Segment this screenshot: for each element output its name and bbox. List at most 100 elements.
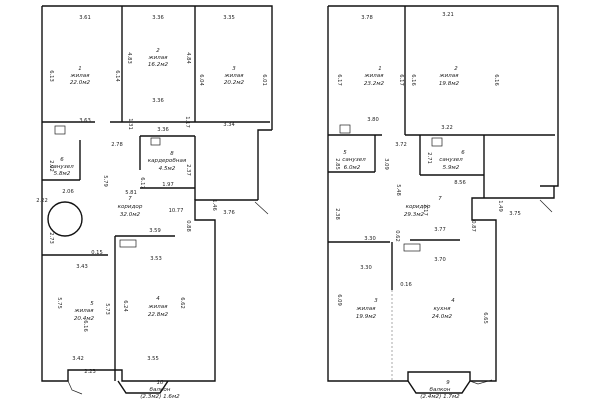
room-number: 9 — [446, 380, 450, 386]
washbasin-icon — [431, 137, 443, 147]
room-name: коридор — [118, 204, 143, 210]
room-area: 19.8м2 — [439, 81, 460, 87]
room-name: жилая — [438, 73, 459, 79]
room-name: балкон — [430, 387, 451, 393]
dimension-label: 3.75 — [509, 211, 521, 217]
balcony-outline — [407, 380, 471, 394]
room-area: 20.4м2 — [74, 316, 95, 322]
dimension-label: 3.36 — [152, 15, 164, 21]
room-area: 32.0м2 — [120, 212, 141, 218]
dimension-label: 3.30 — [364, 236, 376, 242]
room-name: кардеробная — [148, 158, 187, 164]
dimension-label: 3.77 — [434, 227, 446, 233]
dimension-label: 0.15 — [91, 250, 103, 256]
dimension-label: 4.84 — [185, 52, 191, 64]
dimension-label: 6.17 — [336, 74, 342, 86]
washbasin-icon — [150, 137, 161, 146]
dimension-label: 3.76 — [223, 210, 235, 216]
dimension-label: 3.59 — [149, 228, 161, 234]
outer-wall — [41, 6, 258, 382]
room-name: жилая — [69, 73, 90, 79]
dimension-label: 3.21 — [442, 12, 454, 18]
room-name: санузел — [50, 164, 74, 170]
dimension-label: 1.46 — [211, 199, 217, 211]
dimension-label: 3.34 — [223, 122, 235, 128]
dimension-label: 3.70 — [434, 257, 446, 263]
dimension-label: 1.31 — [127, 118, 133, 130]
dimension-label: 2.92 — [48, 160, 54, 172]
dimension-label: 2.17 — [422, 204, 428, 216]
dimension-label: 2.23 — [84, 369, 96, 375]
dimension-label: 6.09 — [336, 294, 342, 306]
dimension-label: 6.17 — [139, 177, 145, 189]
outer-wall-top — [328, 5, 559, 187]
kitchen-counter-icon — [403, 243, 421, 252]
dimension-label: 0.87 — [470, 220, 476, 232]
dimension-label: 3.36 — [157, 127, 169, 133]
dimension-label: 6.62 — [179, 297, 185, 309]
room-area: 29.3м2 — [404, 212, 425, 218]
dimension-label: 5.81 — [125, 190, 137, 196]
room-area: 5.8м2 — [54, 171, 71, 177]
dimension-label: 2.38 — [334, 208, 340, 220]
dimension-label: 1.97 — [162, 182, 174, 188]
door-swing — [539, 199, 553, 213]
room-number: 8 — [170, 151, 174, 157]
dimension-label: 5.48 — [395, 184, 401, 196]
dimension-label: 2.73 — [48, 232, 54, 244]
room-number: 7 — [438, 196, 442, 202]
dimension-label: 3.42 — [72, 356, 84, 362]
rooms-right: 1 жилая 23.2м2 2 жилая 19.8м2 5 санузел … — [342, 66, 465, 400]
dimensions-right: 3.78 3.21 6.17 6.17 6.16 6.16 3.80 3.22 … — [334, 12, 521, 324]
dimension-label: 6.17 — [398, 74, 404, 86]
dimension-label: 6.16 — [410, 74, 416, 86]
room-number: 5 — [90, 301, 94, 307]
room-number: 4 — [156, 296, 160, 302]
dimension-label: 6.24 — [122, 300, 128, 312]
dimension-label: 3.72 — [395, 142, 407, 148]
dimension-label: 3.09 — [383, 158, 389, 170]
dimension-label: 3.78 — [361, 15, 373, 21]
room-number: 6 — [461, 150, 465, 156]
dimension-label: 1.17 — [184, 116, 190, 128]
dimension-label: 4.83 — [126, 52, 132, 64]
room-name: кухня — [433, 306, 451, 312]
dimension-label: 3.63 — [79, 118, 91, 124]
dimension-label: 6.01 — [261, 74, 267, 86]
room-area: 4.5м2 — [159, 166, 176, 172]
room-name: санузел — [439, 157, 463, 163]
room-number: 1 — [378, 66, 381, 72]
dimension-label: 6.04 — [198, 74, 204, 86]
dimension-label: 8.56 — [454, 180, 466, 186]
dimension-label: 6.16 — [82, 320, 88, 332]
room-number: 2 — [454, 66, 458, 72]
room-number: 6 — [60, 157, 64, 163]
dimension-label: 2.22 — [36, 198, 48, 204]
room-area: 22.0м2 — [70, 80, 91, 86]
dimension-label: 2.85 — [334, 158, 340, 170]
floor-plan-left — [41, 5, 273, 395]
room-area: 24.0м2 — [432, 314, 453, 320]
room-name: коридор — [406, 204, 431, 210]
dimension-label: 0.88 — [185, 220, 191, 232]
rooms-left: 1 жилая 22.0м2 2 жилая 16.2м2 3 жилая 20… — [50, 48, 244, 400]
room-number: 3 — [374, 298, 378, 304]
room-area: 23.2м2 — [364, 81, 385, 87]
sink-icon — [339, 124, 351, 134]
room-number: 7 — [128, 196, 132, 202]
room-name: жилая — [73, 308, 94, 314]
room-name: жилая — [223, 73, 244, 79]
sink-icon — [54, 125, 66, 135]
dimension-label: 3.80 — [367, 117, 379, 123]
floor-plan-right — [327, 5, 559, 394]
dimension-label: 5.79 — [102, 175, 108, 187]
dimension-label: 2.37 — [185, 164, 191, 176]
dimension-label: 3.30 — [360, 265, 372, 271]
dimension-label: 3.22 — [441, 125, 453, 131]
room-name: жилая — [147, 55, 168, 61]
room-name: жилая — [147, 304, 168, 310]
dimension-label: 5.75 — [56, 297, 62, 309]
room-area: 22.8м2 — [148, 312, 169, 318]
dimension-label: 6.13 — [48, 70, 54, 82]
dimension-label: 6.14 — [114, 70, 120, 82]
